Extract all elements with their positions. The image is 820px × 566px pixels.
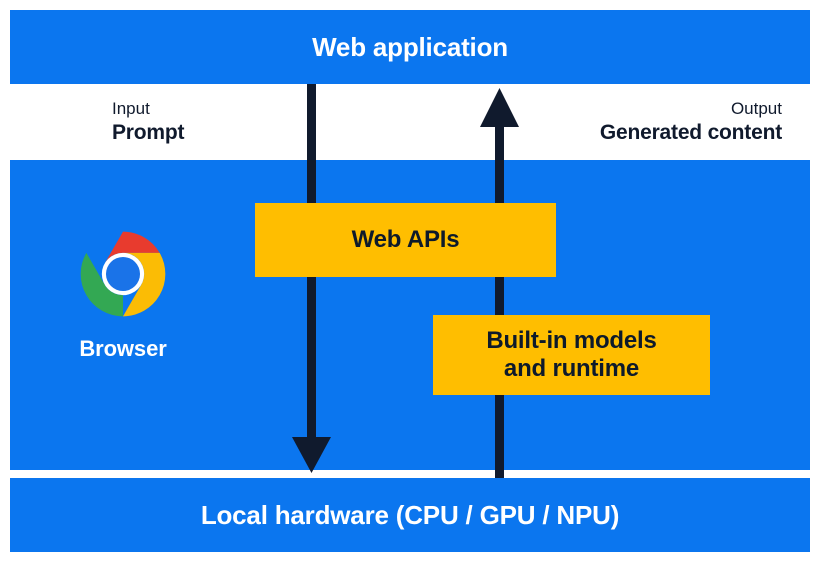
local-hardware-band: Local hardware (CPU / GPU / NPU) [10, 478, 810, 552]
web-apis-label: Web APIs [351, 226, 460, 254]
output-kind-label: Output [730, 99, 782, 118]
built-in-models-line-2: and runtime [503, 355, 640, 382]
output-caption: Output Generated content [600, 98, 782, 147]
input-caption: Input Prompt [112, 98, 185, 147]
web-application-label: Web application [312, 32, 508, 62]
output-value-label: Generated content [599, 120, 782, 144]
built-in-models-line-1: Built-in models [486, 327, 657, 355]
web-apis-box[interactable]: Web APIs [255, 203, 556, 277]
input-kind-label: Input [112, 99, 150, 118]
browser-label: Browser [79, 336, 167, 361]
input-value-label: Prompt [112, 120, 185, 144]
built-in-models-label: Built-in models and runtime [486, 327, 657, 383]
chrome-logo-icon [80, 231, 166, 317]
web-application-band: Web application [10, 10, 810, 84]
local-hardware-label: Local hardware (CPU / GPU / NPU) [200, 500, 620, 530]
browser-identity: Browser [38, 228, 208, 362]
built-in-models-box[interactable]: Built-in models and runtime [433, 315, 710, 395]
